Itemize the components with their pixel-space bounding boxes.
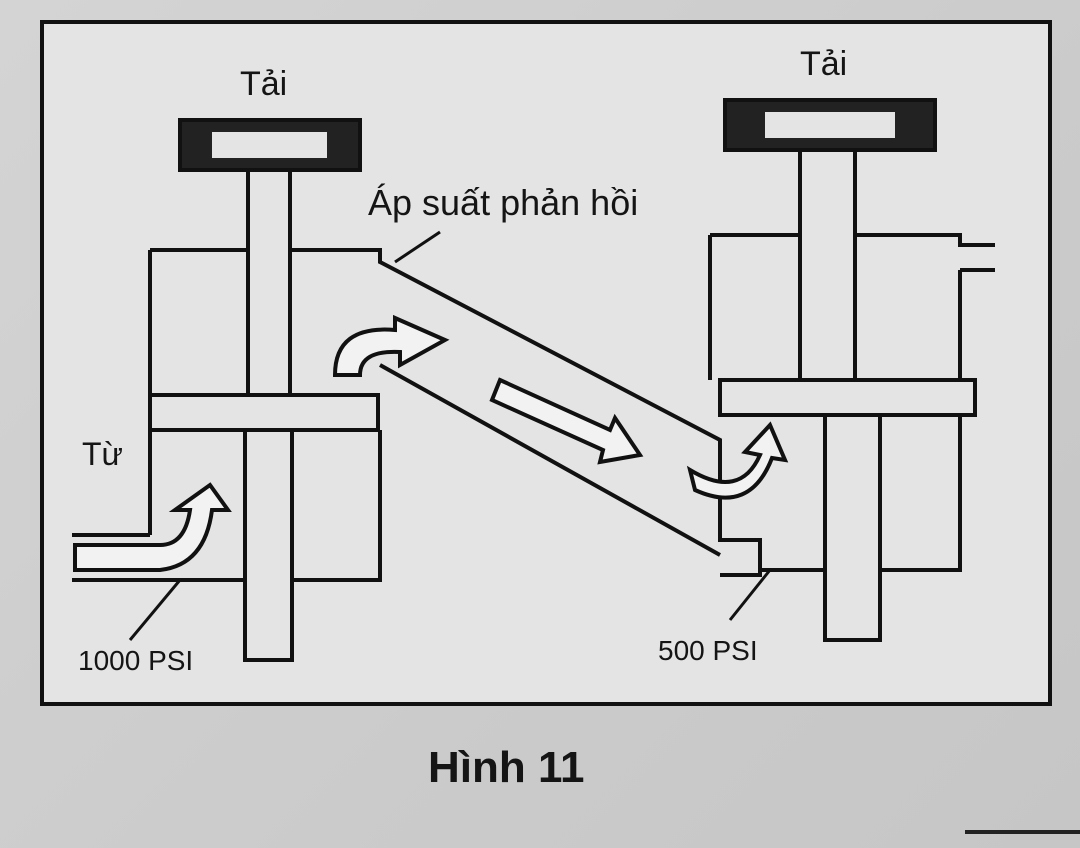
figure-caption: Hình 11	[428, 743, 585, 792]
outlet-pressure-label: 500 PSI	[658, 635, 758, 666]
inlet-pressure-label: 1000 PSI	[78, 645, 193, 676]
next-figure-frame-edge	[965, 830, 1080, 834]
left-load-label: Tải	[240, 65, 287, 103]
feedback-leader-line	[394, 230, 441, 264]
top-curved-arrow-icon	[332, 314, 450, 377]
inlet-arrow-icon	[73, 482, 232, 572]
from-label: Từ	[82, 436, 123, 472]
outlet-leader-line	[728, 569, 772, 621]
channel-arrow-icon	[489, 377, 644, 465]
right-load-label: Tải	[800, 45, 847, 83]
feedback-pressure-label: Áp suất phản hồi	[368, 182, 638, 223]
inlet-leader-line	[128, 579, 182, 641]
left-valve	[72, 118, 762, 662]
flow-arrows	[73, 314, 789, 572]
right-valve	[708, 98, 995, 642]
right-curved-arrow-icon	[686, 421, 789, 500]
